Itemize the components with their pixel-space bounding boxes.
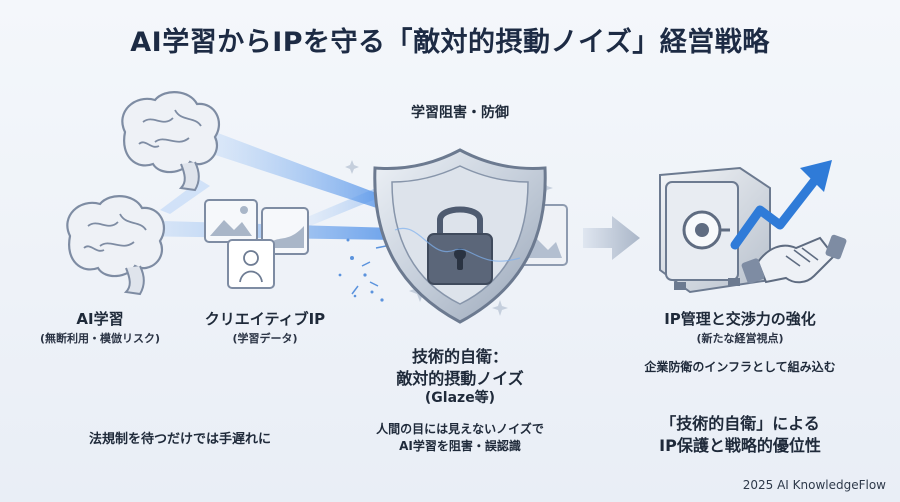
creative-ip-label: クリエイティブIP	[204, 310, 326, 328]
right-arrow-icon	[583, 216, 640, 260]
ai-learning-sub: (無断利用・模倣リスク)	[39, 332, 161, 345]
shield-lock-icon	[373, 148, 547, 324]
center-desc-line1: 人間の目には見えないノイズで	[376, 422, 544, 436]
credit-text: 2025 AI KnowledgeFlow	[742, 478, 886, 492]
center-title-line2: 敵対的摂動ノイズ	[396, 369, 524, 388]
trend-arrow-icon	[730, 160, 832, 250]
brain-icon	[66, 195, 166, 296]
right-sub: (新たな経営視点)	[696, 332, 784, 345]
right-label: IP管理と交渉力の強化	[664, 310, 816, 328]
left-note: 法規制を待つだけでは手遅れに	[88, 432, 271, 447]
safe-icon	[659, 166, 771, 294]
handshake-icon	[741, 234, 847, 284]
image-icon	[204, 199, 258, 243]
right-result-line2: IP保護と戦略的優位性	[659, 436, 821, 455]
center-desc-line2: AI学習を阻害・誤認識	[399, 439, 521, 453]
page-title: AI学習からIPを守る「敵対的摂動ノイズ」経営戦略	[130, 27, 770, 58]
ai-learning-label: AI学習	[76, 310, 124, 328]
center-title-line3: (Glaze等)	[424, 390, 496, 406]
right-result-line1: 「技術的自衛」による	[660, 414, 820, 433]
image-icon	[227, 239, 275, 289]
creative-ip-sub: (学習データ)	[232, 332, 298, 345]
top-caption: 学習阻害・防御	[411, 105, 509, 121]
right-caption: 企業防衛のインフラとして組み込む	[644, 360, 836, 374]
center-title-line1: 技術的自衛：	[411, 347, 508, 366]
brain-icon	[121, 91, 221, 192]
